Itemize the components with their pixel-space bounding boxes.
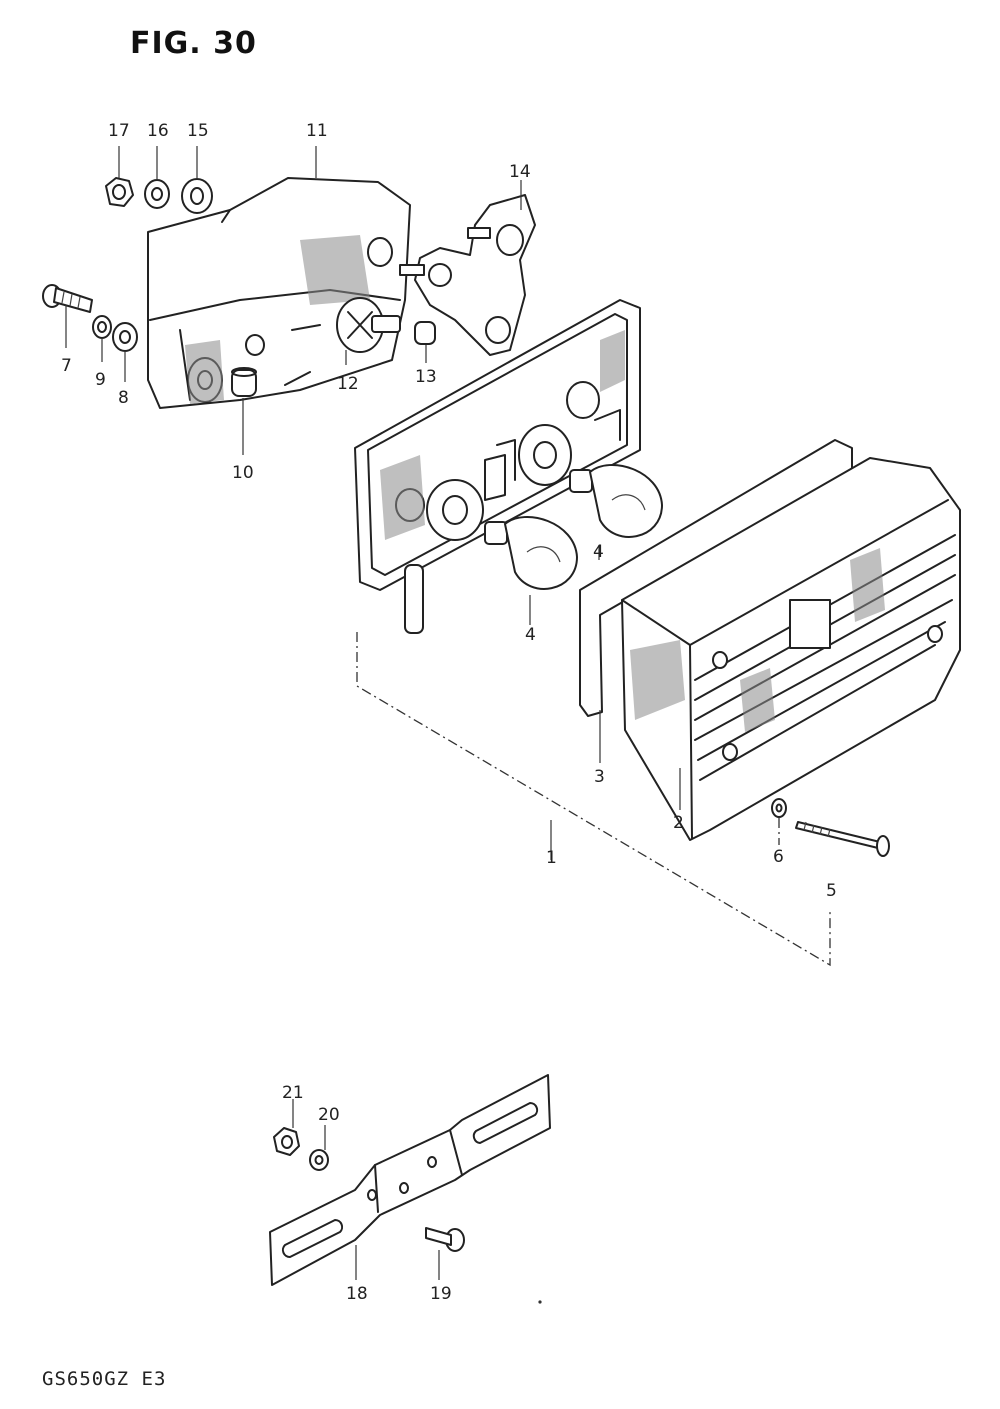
callout-7: 7 <box>61 356 72 376</box>
lens-gasket-part <box>579 439 853 717</box>
spacer-part <box>231 367 257 397</box>
bulb-socket-part <box>336 297 401 353</box>
callout-19: 19 <box>430 1284 452 1304</box>
callout-13: 13 <box>415 367 437 387</box>
callout-9: 9 <box>95 370 106 390</box>
callout-4-lower: 4 <box>525 625 536 645</box>
bracket-washer-part <box>309 1149 329 1171</box>
callout-1: 1 <box>546 848 557 868</box>
figure-title: FIG. 30 <box>130 26 257 61</box>
lock-washer-part <box>144 179 170 209</box>
callout-16: 16 <box>147 121 169 141</box>
callout-5: 5 <box>826 881 837 901</box>
callout-15: 15 <box>187 121 209 141</box>
callout-11: 11 <box>306 121 328 141</box>
lens-screw-part <box>795 821 890 857</box>
bulb-upper-part <box>569 463 663 538</box>
callout-2: 2 <box>673 813 684 833</box>
model-code: GS650GZ E3 <box>42 1368 167 1390</box>
callout-6: 6 <box>773 847 784 867</box>
rubber-cap-part <box>414 321 436 345</box>
bulb-lower-part <box>484 515 578 590</box>
tail-lamp-lens-part <box>621 457 961 841</box>
assembly-bracket-line <box>356 632 831 967</box>
callout-21: 21 <box>282 1083 304 1103</box>
mounting-bracket-part <box>399 194 536 356</box>
small-washer-part <box>771 798 787 818</box>
nut-part <box>105 177 134 207</box>
callout-4-upper: 4 <box>593 542 604 562</box>
rear-housing-part <box>147 177 411 409</box>
callout-14: 14 <box>509 162 531 182</box>
callout-10: 10 <box>232 463 254 483</box>
flat-washer-part <box>112 322 138 352</box>
lamp-base-plate-part <box>354 299 641 634</box>
bracket-nut-part <box>273 1127 300 1156</box>
callout-18: 18 <box>346 1284 368 1304</box>
spring-washer-part <box>92 315 112 339</box>
leader-lines <box>65 146 681 1280</box>
print-speck <box>538 1300 542 1304</box>
callout-17: 17 <box>108 121 130 141</box>
callout-12: 12 <box>337 374 359 394</box>
callout-20: 20 <box>318 1105 340 1125</box>
callout-3: 3 <box>594 767 605 787</box>
washer-part <box>181 178 213 214</box>
license-bracket-part <box>269 1074 551 1286</box>
bolt-part <box>42 284 93 313</box>
bracket-bolt-part <box>425 1227 465 1252</box>
callout-8: 8 <box>118 388 129 408</box>
